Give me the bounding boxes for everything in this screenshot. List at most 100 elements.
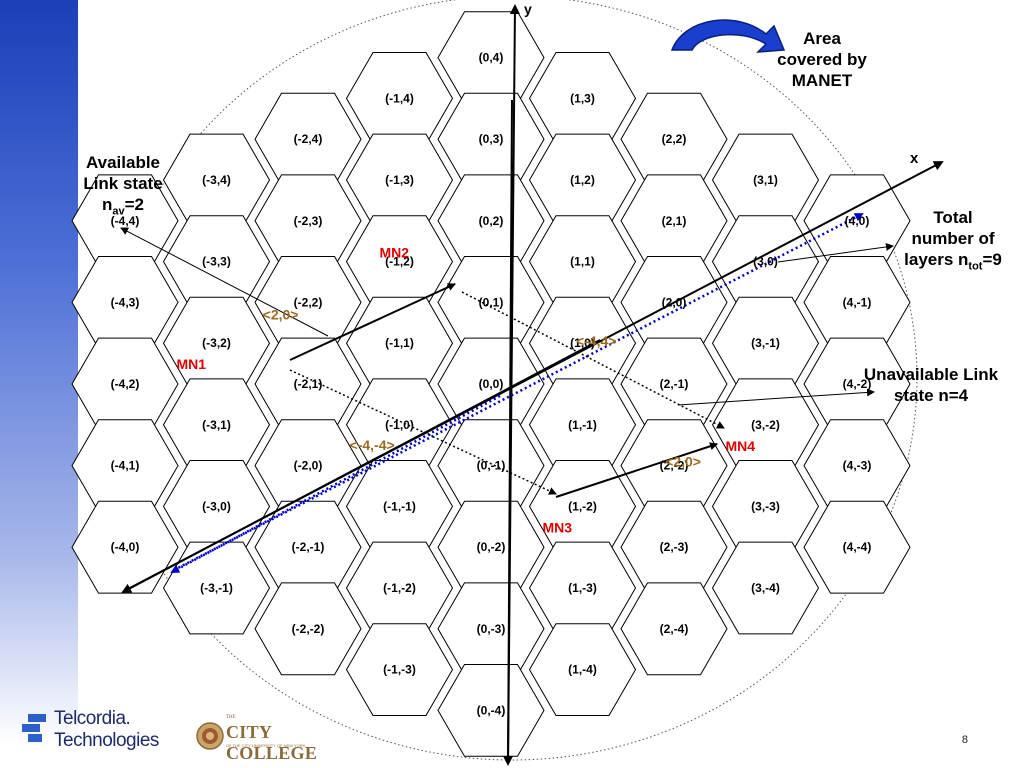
hex-cell-label: (-2,0) bbox=[294, 459, 323, 473]
hex-cell-label: (0,4) bbox=[479, 51, 504, 65]
hex-cell-label: (4,-4) bbox=[843, 540, 872, 554]
telcordia-line-2: Technologies bbox=[54, 730, 159, 751]
mobile-node-label: MN1 bbox=[177, 356, 207, 372]
hex-cell-label: (-2,-2) bbox=[292, 622, 325, 636]
hex-cell-label: (-4,1) bbox=[111, 459, 140, 473]
hex-cell-label: (-3,-1) bbox=[200, 581, 233, 595]
hex-cell-label: (-3,2) bbox=[202, 336, 231, 350]
area-callout-line-1: Area bbox=[803, 29, 841, 48]
available-callout-line-1: Available bbox=[85, 153, 161, 172]
area-callout-line-3: MANET bbox=[791, 71, 853, 90]
hex-cell-label: (-3,0) bbox=[202, 499, 231, 513]
unavailable-callout-line-2: state n=4 bbox=[893, 386, 969, 405]
hex-cell-label: (4,-2) bbox=[843, 377, 872, 391]
total-callout-line-3: layers ntot=9 bbox=[890, 249, 1016, 277]
hex-cell-label: (1,-1) bbox=[568, 418, 597, 432]
annotation-labels-layer: (0,4)(-1,4)(1,3)(-2,4)(0,3)(2,2)(-3,4)(-… bbox=[111, 51, 872, 718]
hex-cell-label: (1,0) bbox=[570, 336, 595, 350]
hex-cell-label: (-4,0) bbox=[111, 540, 140, 554]
hex-cell-label: (0,-4) bbox=[477, 703, 506, 717]
hex-cell bbox=[803, 500, 911, 594]
left-gradient-band bbox=[0, 0, 78, 745]
curved-arrow-icon bbox=[670, 19, 786, 53]
available-value: =2 bbox=[124, 195, 145, 214]
hex-cell-label: (2,0) bbox=[662, 295, 687, 309]
diagonal-diameter-reverse bbox=[170, 394, 501, 574]
hex-cell-label: (3,-2) bbox=[751, 418, 780, 432]
total-callout-line-1: Total bbox=[933, 208, 973, 227]
available-n: n bbox=[101, 195, 113, 214]
hex-cell-label: (0,-1) bbox=[477, 459, 506, 473]
hex-cell-label: (-2,4) bbox=[294, 132, 323, 146]
x-axis-lower-arrow bbox=[121, 339, 601, 593]
hex-cell bbox=[437, 664, 545, 757]
city-college-name: CITY COLLEGE bbox=[226, 722, 318, 763]
hex-cell-label: (-1,-3) bbox=[383, 663, 416, 677]
city-college-logo: THE CITY COLLEGE OF THE CITY UNIVERSITY … bbox=[196, 715, 326, 763]
hex-cell bbox=[620, 582, 728, 676]
available-callout: Available Link state nav=2 bbox=[70, 152, 176, 222]
hex-cell-label: (-4,2) bbox=[111, 377, 140, 391]
hex-cell-label: (2,-3) bbox=[660, 540, 689, 554]
page-number: 8 bbox=[961, 734, 968, 746]
available-callout-line-3: nav=2 bbox=[70, 194, 176, 222]
area-callout: Area covered by MANET bbox=[760, 28, 884, 91]
x-axis-label: x bbox=[910, 150, 919, 167]
total-value: =9 bbox=[982, 250, 1002, 269]
hex-cell-label: (-3,1) bbox=[202, 418, 231, 432]
available-pointer bbox=[120, 227, 329, 337]
hex-cell-label: (-2,2) bbox=[294, 295, 323, 309]
link-vector-label: <-4,-4> bbox=[350, 437, 395, 453]
total-sub: tot bbox=[968, 260, 983, 273]
telcordia-wordmark: Telcordia. Technologies bbox=[54, 708, 159, 752]
city-college-seal-icon bbox=[196, 722, 224, 750]
total-layers: layers n bbox=[904, 250, 969, 269]
hex-cell-label: (1,3) bbox=[570, 91, 595, 105]
hex-cell-label: (2,-1) bbox=[660, 377, 689, 391]
hex-cell bbox=[345, 623, 454, 716]
mobile-node-label: MN3 bbox=[543, 519, 573, 535]
hex-cell-label: (0,-2) bbox=[477, 540, 506, 554]
mobile-node-label: MN2 bbox=[380, 245, 410, 261]
hex-cell-label: (4,-1) bbox=[843, 295, 872, 309]
hex-cell-label: (3,-4) bbox=[751, 581, 780, 595]
available-sub: av bbox=[112, 205, 125, 218]
hex-cell-label: (-1,4) bbox=[385, 91, 414, 105]
link-mn3-mn4 bbox=[555, 442, 718, 498]
hex-cell-label: (-1,-1) bbox=[383, 499, 416, 513]
hex-cell-label: (3,-1) bbox=[751, 336, 780, 350]
hex-cell-label: (0,1) bbox=[479, 295, 504, 309]
city-college-subtitle: OF THE CITY UNIVERSITY OF NEW YORK bbox=[226, 743, 306, 748]
y-axis-lower-arrow bbox=[503, 99, 514, 766]
mobile-node-label: MN4 bbox=[726, 438, 756, 454]
hex-cell bbox=[71, 500, 179, 594]
hex-cells-layer bbox=[71, 11, 911, 757]
link-vector-label: <-4,4> bbox=[576, 333, 616, 349]
hex-cell bbox=[162, 541, 271, 635]
hex-cell-label: (-2,1) bbox=[294, 377, 323, 391]
hex-cell-label: (1,-3) bbox=[568, 581, 597, 595]
hex-cell bbox=[528, 623, 637, 716]
area-callout-line-2: covered by bbox=[777, 50, 867, 69]
diagonal-diameter bbox=[173, 212, 864, 572]
hex-cell bbox=[711, 541, 820, 635]
hex-cell-label: (4,-3) bbox=[843, 459, 872, 473]
hex-cell-label: (-4,4) bbox=[111, 214, 140, 228]
hex-cell-label: (3,-3) bbox=[751, 499, 780, 513]
total-pointer bbox=[777, 243, 894, 263]
telcordia-line-1: Telcordia. bbox=[54, 708, 131, 729]
hex-cell-label: (1,-2) bbox=[568, 499, 597, 513]
hex-cell-label: (-4,3) bbox=[111, 295, 140, 309]
hex-cell-label: (-1,2) bbox=[385, 255, 414, 269]
hex-cell-label: (0,-3) bbox=[477, 622, 506, 636]
hex-cell-label: (3,1) bbox=[753, 173, 778, 187]
link-vector-label: <2,0> bbox=[263, 307, 299, 323]
unavailable-callout: Unavailable Link state n=4 bbox=[848, 364, 1014, 406]
unavailable-callout-line-1: Unavailable Link bbox=[863, 365, 999, 384]
total-callout: Total number of layers ntot=9 bbox=[890, 207, 1016, 277]
hex-cell-label: (0,3) bbox=[479, 132, 504, 146]
hex-cell-label: (2,2) bbox=[662, 132, 687, 146]
hex-cell-label: (-2,-1) bbox=[292, 540, 325, 554]
